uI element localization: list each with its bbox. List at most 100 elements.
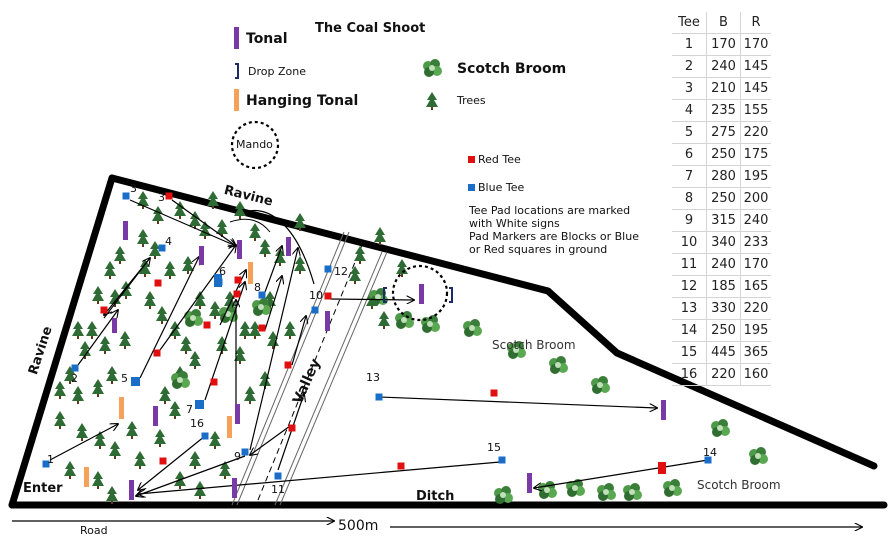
table-header-row: Tee B R	[672, 12, 771, 34]
scotch-broom-icon	[597, 483, 616, 501]
tee-number-15: 15	[487, 441, 501, 454]
tee-5-block	[131, 377, 140, 386]
tree-icon	[137, 191, 149, 209]
scotch-broom-icon	[171, 371, 190, 389]
tee-extra-red-2	[234, 276, 242, 284]
red-distance-cell: 220	[740, 297, 771, 320]
red-distance-cell: 160	[740, 363, 771, 386]
drop-zone-legend-icon	[235, 63, 239, 79]
basket-6	[286, 237, 291, 256]
ravine-edge	[243, 209, 315, 285]
tee-16-red	[159, 457, 167, 465]
tree-icon	[216, 219, 228, 237]
distance-label: 500m	[338, 518, 379, 534]
tree-icon	[189, 451, 201, 469]
tee-3-blue	[122, 192, 130, 200]
scotch-broom-icon	[463, 319, 482, 337]
road-label: Road	[80, 524, 108, 537]
tee-2-blue	[71, 364, 79, 372]
drop-zone-right	[449, 287, 453, 303]
tee-16-blue	[201, 432, 209, 440]
scotch-broom-icon	[623, 483, 642, 501]
fairway-arrow	[291, 316, 306, 366]
tee-6-red	[203, 321, 211, 329]
tree-icon	[209, 431, 221, 449]
tee-number-13: 13	[366, 371, 380, 384]
fairway-arrow	[77, 310, 118, 366]
tee-4-blue	[158, 244, 166, 252]
red-distance-cell: 145	[740, 55, 771, 78]
tee-number-3-blue: 3	[130, 182, 137, 195]
fairway-arrow	[136, 455, 246, 496]
fairway-arrow	[129, 199, 236, 246]
tree-icon	[92, 471, 104, 489]
basket-2	[112, 318, 117, 333]
col-header-red: R	[740, 12, 771, 34]
fairway-arrow	[49, 424, 118, 461]
fairway-arrow	[250, 425, 291, 455]
tree-icon	[106, 366, 118, 384]
tee-cell: 7	[672, 165, 707, 188]
scotch-broom-icon	[395, 311, 414, 329]
boundary-top	[108, 174, 552, 295]
tee-number-8: 8	[254, 281, 261, 294]
fairway-arrow	[138, 435, 206, 490]
mando-circle-hole10	[391, 264, 449, 322]
scotch-broom-icon	[494, 486, 513, 504]
scotch-broom-icon	[538, 481, 557, 499]
note-line: or Red squares in ground	[469, 243, 608, 256]
fairway-arrow	[159, 245, 236, 351]
fairway-arrow	[264, 246, 282, 293]
tree-icon	[164, 261, 176, 279]
tee-number-1: 1	[47, 453, 54, 466]
tree-icon	[64, 461, 76, 479]
blue-distance-cell: 240	[706, 55, 741, 78]
scotch-broom-area-2: Scotch Broom	[697, 478, 781, 492]
basket-16	[84, 467, 89, 487]
blue-distance-cell: 445	[706, 341, 741, 364]
blue-distance-cell: 340	[706, 231, 741, 254]
tree-icon	[109, 441, 121, 459]
tee-8-blue	[258, 291, 266, 299]
tree-icon	[54, 381, 66, 399]
scotch-broom-icon	[591, 376, 610, 394]
tree-icon	[249, 223, 261, 241]
tee-number-12: 12	[334, 265, 348, 278]
tee-9-red	[284, 361, 292, 369]
blue-distance-cell: 185	[706, 275, 741, 298]
basket-11	[325, 311, 330, 331]
ditch-label: Ditch	[416, 489, 455, 504]
fairway-arrow	[249, 248, 298, 451]
col-header-tee: Tee	[672, 12, 707, 34]
tree-icon	[349, 266, 361, 284]
tee-3-red	[165, 192, 173, 200]
red-distance-cell: 220	[740, 121, 771, 144]
blue-distance-cell: 210	[706, 77, 741, 100]
tree-icon	[154, 429, 166, 447]
tree-icon	[239, 321, 251, 339]
basket-9	[227, 416, 232, 438]
tee-11-red	[288, 424, 296, 432]
note-line: with White signs	[469, 217, 560, 230]
tee-cell: 2	[672, 55, 707, 78]
tee-13-red	[490, 389, 498, 397]
tee-2-red	[100, 306, 108, 314]
tree-icon	[126, 421, 138, 439]
red-distance-cell: 145	[740, 77, 771, 100]
red-distance-cell: 175	[740, 143, 771, 166]
tee-number-9: 9	[234, 450, 241, 463]
tree-legend-icon	[426, 92, 438, 110]
tee-number-10: 10	[309, 289, 323, 302]
scotch-broom-legend-icon	[423, 59, 442, 77]
tee-4-red	[154, 279, 162, 287]
blue-distance-cell: 250	[706, 187, 741, 210]
tree-icon	[72, 386, 84, 404]
blue-distance-cell: 240	[706, 253, 741, 276]
tree-icon	[99, 336, 111, 354]
